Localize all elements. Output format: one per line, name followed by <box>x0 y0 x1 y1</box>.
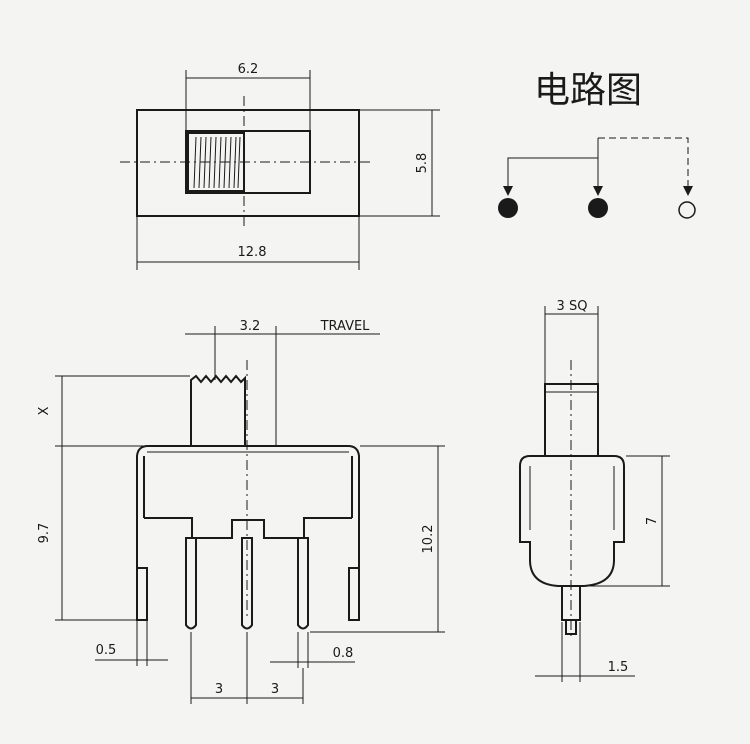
common-line <box>507 157 598 192</box>
pin-right <box>297 537 309 630</box>
front-view: 3.2 TRAVEL X 9.7 10.2 0.5 0.8 3 3 <box>37 319 445 704</box>
leg-left <box>136 567 148 621</box>
dim-12-8-label: 12.8 <box>238 245 267 260</box>
terminal-open-right <box>678 201 696 219</box>
side-view: 3 SQ 7 1.5 <box>519 299 670 682</box>
travel-label: TRAVEL <box>320 319 371 334</box>
leg-right <box>348 567 360 621</box>
dim-pitch-left-label: 3 <box>215 682 223 697</box>
dim-5-8-label: 5.8 <box>415 153 430 174</box>
dim-3-2-label: 3.2 <box>240 319 261 334</box>
dim-0-8-label: 0.8 <box>333 646 354 661</box>
front-base <box>144 517 352 539</box>
dim-7-label: 7 <box>645 517 660 525</box>
alt-position-line <box>598 137 689 192</box>
front-actuator <box>190 374 246 446</box>
dim-9-7-label: 9.7 <box>37 523 52 544</box>
terminal-filled-left <box>498 198 518 218</box>
circuit-diagram: 电路图 <box>498 70 696 219</box>
top-view-body <box>136 109 360 217</box>
terminal-filled-middle <box>588 198 608 218</box>
dim-3sq-label: 3 SQ <box>557 299 588 314</box>
dim-10-2-label: 10.2 <box>421 525 436 554</box>
top-view: 6.2 5.8 12.8 <box>120 62 440 270</box>
dim-0-5-label: 0.5 <box>96 643 117 658</box>
dim-x-label: X <box>37 406 52 415</box>
circuit-title: 电路图 <box>534 70 642 111</box>
arrow-left-icon <box>503 186 513 196</box>
arrow-right-icon <box>683 186 693 196</box>
dim-pitch-right-label: 3 <box>271 682 279 697</box>
dim-1-5-label: 1.5 <box>608 660 629 675</box>
side-housing <box>519 455 625 587</box>
front-housing <box>136 445 360 620</box>
arrow-middle-icon <box>593 186 603 196</box>
pin-left <box>185 537 197 630</box>
dim-6-2-label: 6.2 <box>238 62 259 77</box>
